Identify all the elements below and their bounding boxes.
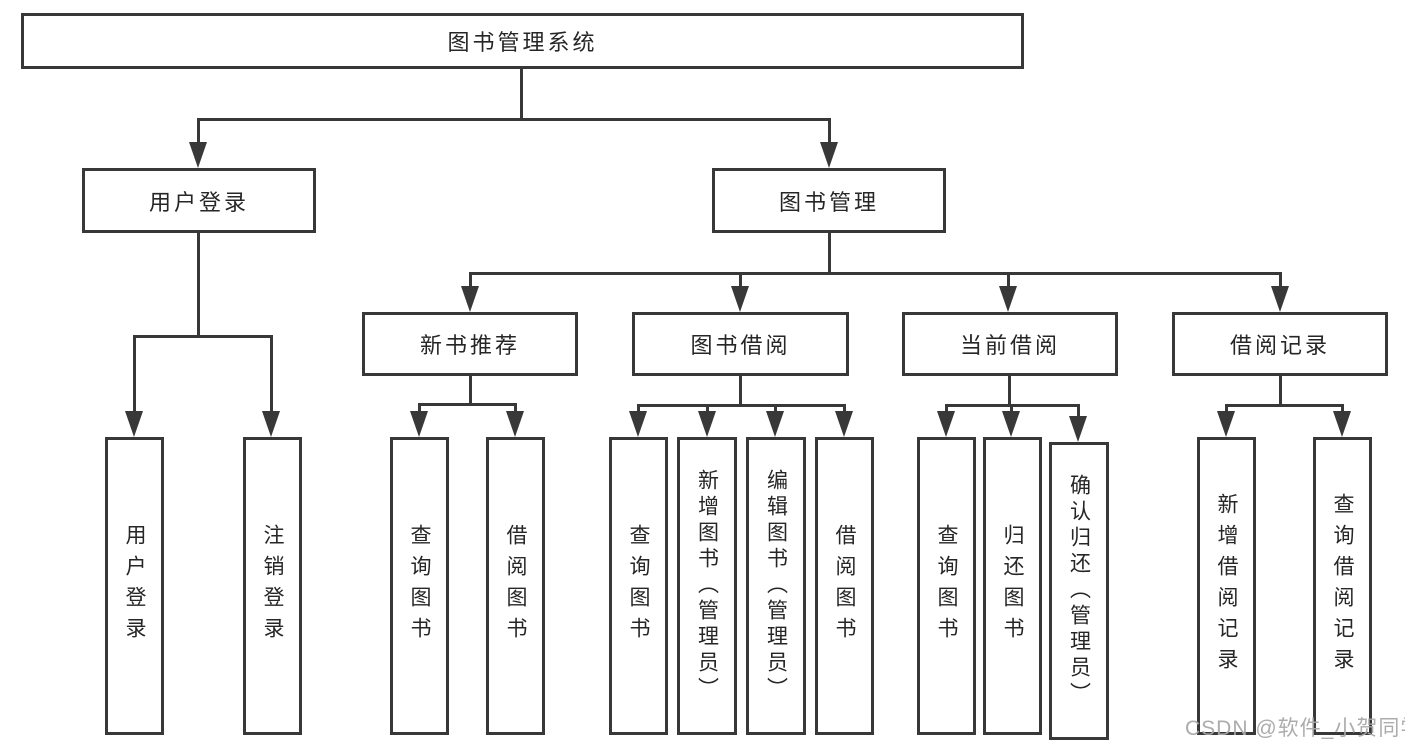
- arrow-down-icon: [629, 411, 647, 437]
- node-label: 用户登录: [148, 189, 249, 215]
- connector-line: [843, 406, 846, 413]
- leaf-label: 新增图书（管理员）: [695, 469, 719, 703]
- leaf-query-books-borrow: 查询图书: [609, 437, 668, 735]
- leaf-label: 借阅图书: [504, 524, 527, 648]
- arrow-down-icon: [1333, 411, 1351, 437]
- node-new-book-recommend: 新书推荐: [362, 312, 578, 376]
- connector-line: [133, 337, 136, 413]
- leaf-label: 注销登录: [261, 524, 284, 648]
- leaf-query-books-recommend: 查询图书: [390, 437, 449, 735]
- arrow-down-icon: [410, 411, 428, 437]
- node-label: 新书推荐: [419, 333, 520, 358]
- leaf-borrow-books-recommend: 借阅图书: [486, 437, 545, 735]
- connector-line: [945, 406, 948, 413]
- leaf-borrow-books: 借阅图书: [815, 437, 874, 735]
- connector-line: [514, 405, 517, 413]
- node-borrow-records: 借阅记录: [1172, 312, 1388, 376]
- arrow-down-icon: [1271, 286, 1289, 312]
- connector-line: [1010, 406, 1013, 413]
- leaf-logout: 注销登录: [243, 437, 302, 735]
- connector-line: [1007, 274, 1010, 288]
- arrow-down-icon: [999, 286, 1017, 312]
- leaf-label: 归还图书: [1001, 524, 1024, 648]
- leaf-query-books-current: 查询图书: [917, 437, 976, 735]
- connector-line: [739, 376, 742, 406]
- connector-line: [418, 403, 517, 406]
- connector-line: [774, 406, 777, 413]
- leaf-label: 确认归还（管理员）: [1067, 474, 1091, 708]
- arrow-down-icon: [1002, 411, 1020, 437]
- leaf-label: 查询借阅记录: [1331, 493, 1354, 679]
- arrow-down-icon: [835, 411, 853, 437]
- connector-line: [739, 274, 742, 288]
- connector-line: [637, 404, 846, 407]
- leaf-label: 编辑图书（管理员）: [764, 469, 788, 703]
- connector-line: [828, 120, 831, 146]
- connector-line: [133, 335, 273, 338]
- arrow-down-icon: [1217, 411, 1235, 437]
- node-label: 借阅记录: [1229, 333, 1330, 358]
- connector-line: [1225, 406, 1228, 413]
- csdn-watermark: CSDN @软件_小贺同学: [1185, 717, 1405, 740]
- connector-line: [469, 272, 1282, 275]
- node-label: 图书管理: [778, 189, 879, 215]
- arrow-down-icon: [506, 411, 524, 437]
- connector-line: [1341, 406, 1344, 413]
- arrow-down-icon: [731, 286, 749, 312]
- leaf-label: 查询图书: [627, 524, 650, 648]
- leaf-label: 借阅图书: [833, 524, 856, 648]
- connector-line: [1077, 406, 1080, 416]
- connector-line: [197, 120, 200, 146]
- node-book-management: 图书管理: [712, 168, 946, 233]
- leaf-return-book: 归还图书: [983, 437, 1042, 735]
- connector-line: [637, 406, 640, 413]
- arrow-down-icon: [1069, 416, 1087, 442]
- leaf-query-borrow-record: 查询借阅记录: [1313, 437, 1372, 735]
- leaf-label: 新增借阅记录: [1215, 493, 1238, 679]
- connector-line: [520, 69, 523, 119]
- connector-line: [706, 406, 709, 413]
- arrow-down-icon: [125, 411, 143, 437]
- leaf-add-book-admin: 新增图书（管理员）: [677, 437, 737, 735]
- arrow-down-icon: [937, 411, 955, 437]
- connector-line: [197, 118, 831, 121]
- arrow-down-icon: [262, 411, 280, 437]
- connector-line: [469, 274, 472, 288]
- node-root: 图书管理系统: [21, 13, 1024, 69]
- leaf-label: 用户登录: [123, 524, 146, 648]
- leaf-label: 查询图书: [935, 524, 958, 648]
- arrow-down-icon: [461, 286, 479, 312]
- arrow-down-icon: [766, 411, 784, 437]
- node-current-borrow: 当前借阅: [902, 312, 1118, 376]
- connector-line: [828, 233, 831, 273]
- arrow-down-icon: [698, 411, 716, 437]
- leaf-add-borrow-record: 新增借阅记录: [1197, 437, 1256, 735]
- arrow-down-icon: [189, 142, 207, 168]
- connector-line: [469, 376, 472, 405]
- node-label: 图书借阅: [690, 333, 791, 358]
- leaf-edit-book-admin: 编辑图书（管理员）: [746, 437, 806, 735]
- connector-line: [1279, 376, 1282, 406]
- node-book-borrow: 图书借阅: [632, 312, 849, 376]
- leaf-user-login: 用户登录: [105, 437, 164, 735]
- node-user-login: 用户登录: [82, 168, 316, 233]
- connector-line: [1008, 376, 1011, 406]
- leaf-label: 查询图书: [408, 524, 431, 648]
- connector-line: [1279, 274, 1282, 288]
- connector-line: [945, 404, 1080, 407]
- leaf-confirm-return-admin: 确认归还（管理员）: [1049, 442, 1109, 740]
- node-label: 图书管理系统: [447, 30, 598, 55]
- arrow-down-icon: [820, 142, 838, 168]
- node-label: 当前借阅: [959, 333, 1060, 358]
- connector-line: [270, 337, 273, 413]
- connector-line: [418, 405, 421, 413]
- connector-line: [197, 233, 200, 336]
- connector-line: [1225, 404, 1344, 407]
